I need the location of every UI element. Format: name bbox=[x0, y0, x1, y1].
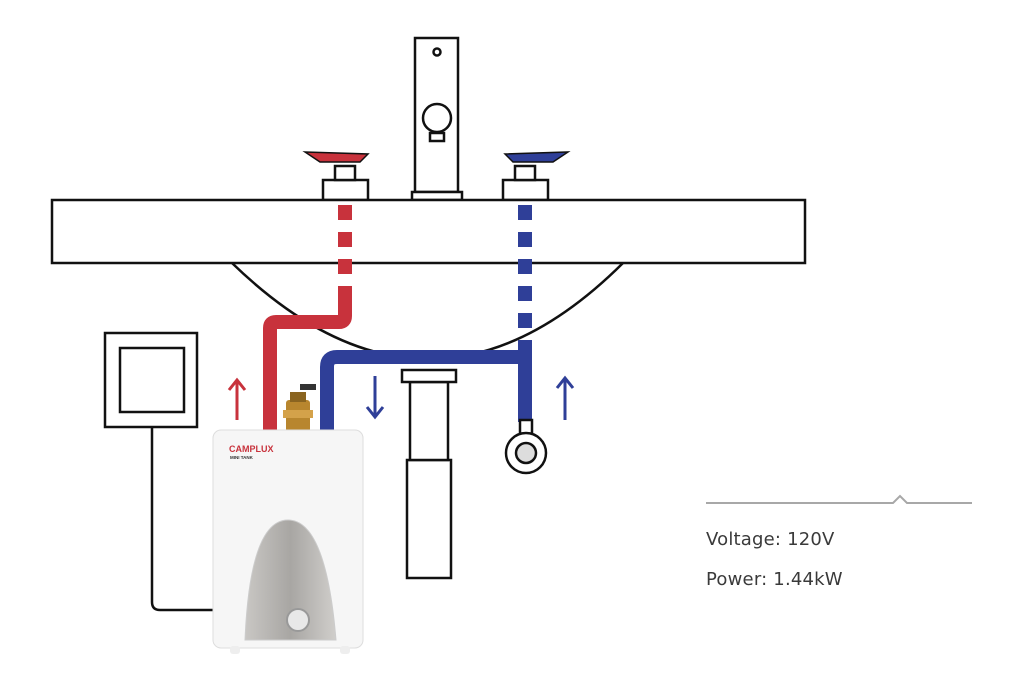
drain-trap bbox=[400, 368, 458, 580]
hot-pipe bbox=[263, 296, 352, 432]
cold-flow-down-arrow bbox=[365, 376, 385, 420]
sink-basin bbox=[231, 262, 624, 361]
spec-divider bbox=[706, 494, 972, 504]
water-heater: CAMPLUX MINI TANK bbox=[212, 429, 364, 654]
heater-model: MINI TANK bbox=[230, 455, 254, 460]
voltage-spec: Voltage: 120V bbox=[706, 529, 835, 550]
shutoff-valve bbox=[504, 418, 548, 475]
faucet bbox=[410, 36, 464, 202]
heater-brand: CAMPLUX bbox=[229, 444, 274, 454]
cold-handle bbox=[501, 151, 571, 202]
cold-pipe bbox=[320, 350, 525, 432]
countertop bbox=[50, 198, 807, 265]
hot-flow-up-arrow bbox=[227, 377, 247, 420]
power-outlet bbox=[103, 331, 199, 429]
relief-valve bbox=[283, 384, 316, 432]
power-spec: Power: 1.44kW bbox=[706, 569, 843, 590]
power-cable bbox=[150, 427, 215, 612]
cold-flow-up-arrow bbox=[555, 375, 575, 420]
hot-handle bbox=[302, 151, 370, 202]
